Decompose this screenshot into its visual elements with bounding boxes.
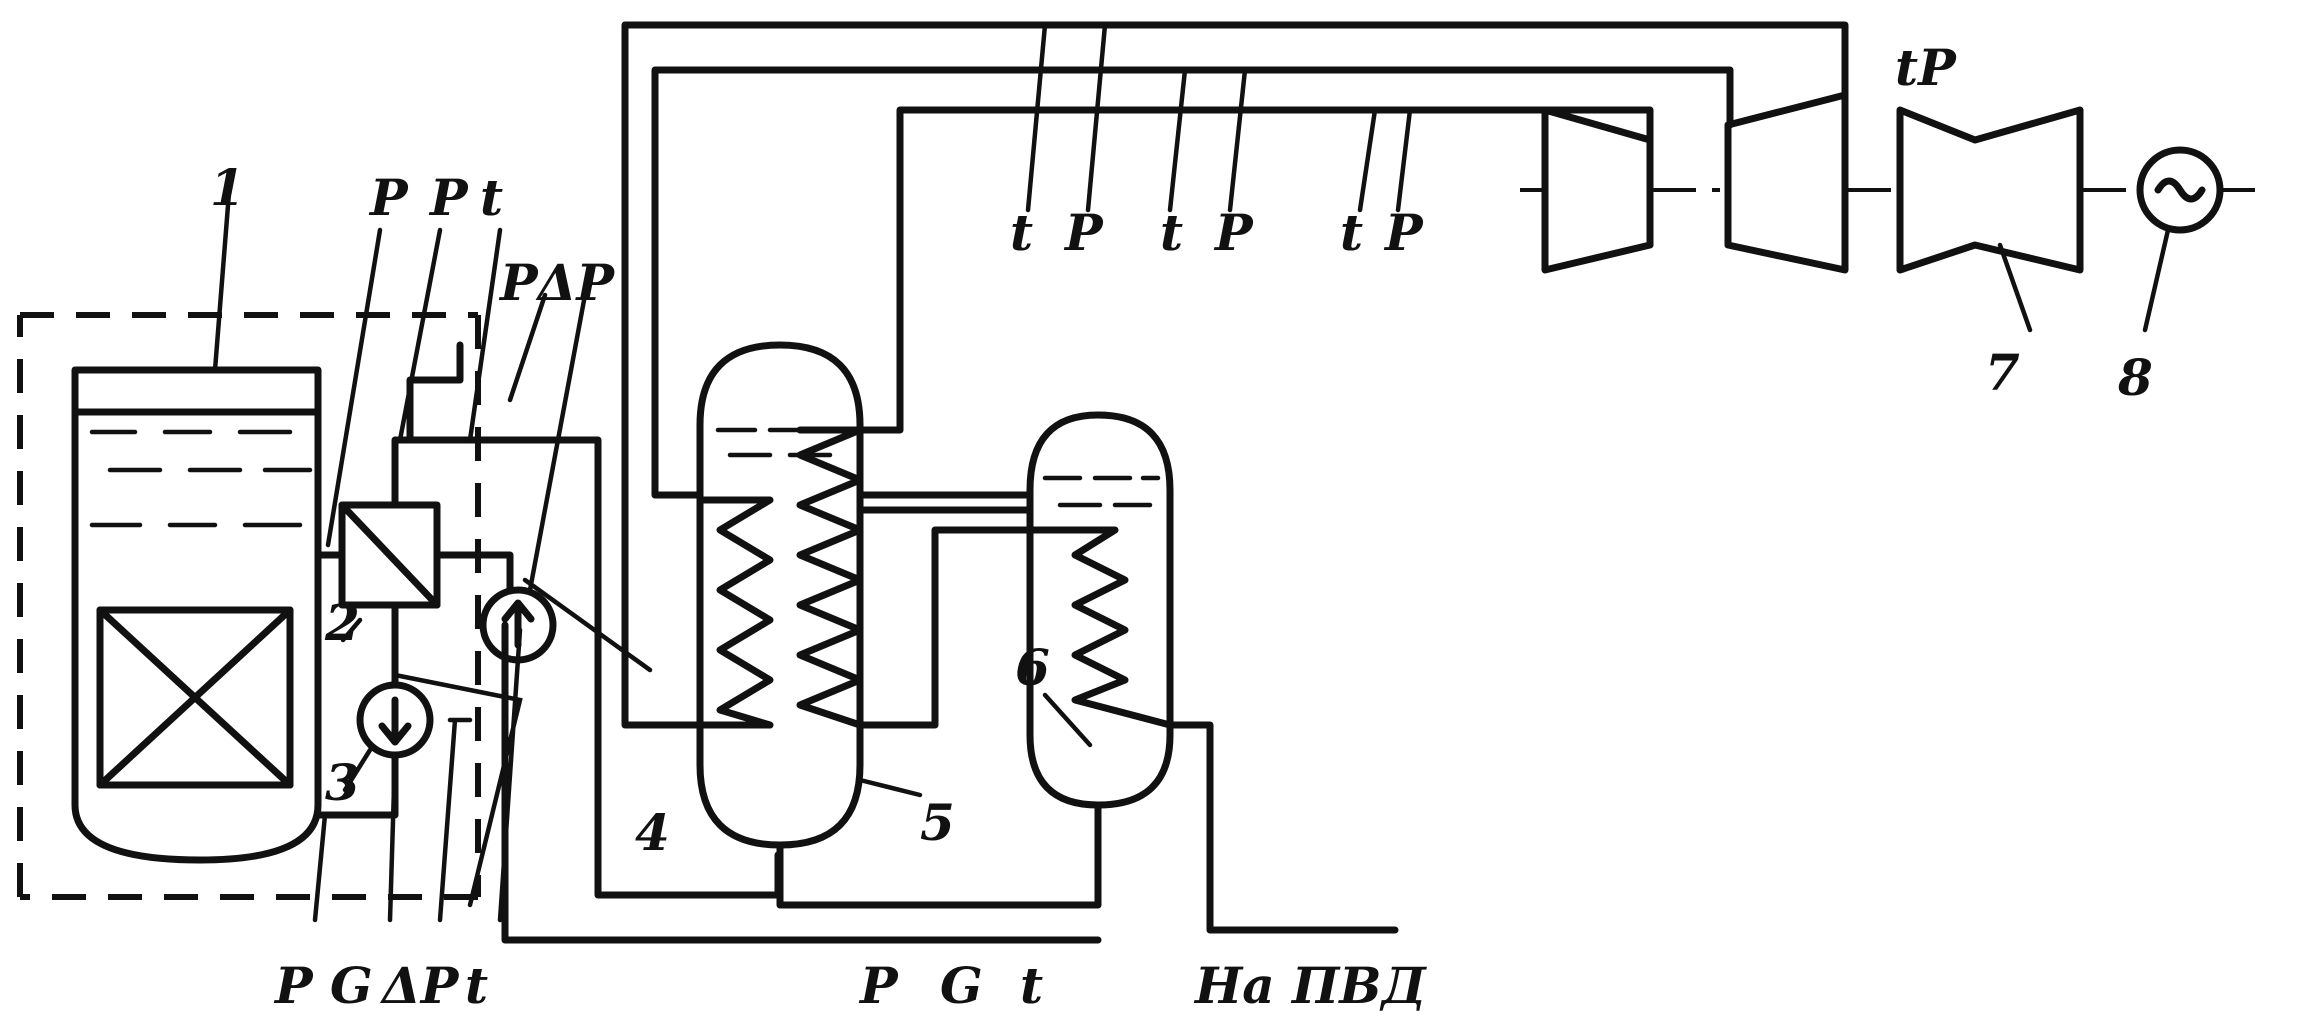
sg-coil-right	[796, 426, 864, 729]
steam-line-taps	[1025, 22, 1413, 213]
circulation-pump-3	[356, 681, 434, 759]
separator-6	[1026, 411, 1174, 809]
reactor-vessel	[71, 366, 322, 864]
steam-p-label-3: P	[1383, 203, 1424, 262]
leader-lines	[212, 177, 2171, 923]
label-6: 6	[1015, 638, 1050, 697]
pressurizer-box	[338, 501, 441, 609]
pressurizer-p-label-1: P	[368, 168, 409, 227]
steam-p-label-1: P	[1063, 203, 1104, 262]
feed-p-label: P	[858, 956, 899, 1015]
feed-t-label: t	[1020, 956, 1043, 1015]
lp-turbine-7	[1896, 106, 2084, 274]
steam-t-label-1: t	[1010, 203, 1033, 262]
reactor-core	[96, 606, 294, 789]
pump3-dp-label: ΔP	[379, 956, 460, 1015]
hp-turbine	[1541, 106, 1654, 274]
label-8: 8	[2117, 348, 2153, 407]
containment-boundary	[17, 312, 481, 900]
secondary-loop-piping	[501, 21, 1849, 944]
label-4: 4	[635, 803, 670, 862]
steam-t-label-2: t	[1160, 203, 1183, 262]
steam-p-label-2: P	[1213, 203, 1254, 262]
pump3-t-label: t	[465, 956, 488, 1015]
sg-coil-left	[696, 496, 774, 729]
generator-8	[2136, 146, 2224, 234]
pressurizer-t-label: t	[480, 168, 503, 227]
steam-t-label-3: t	[1340, 203, 1363, 262]
turbine-tp-label: tP	[1895, 38, 1957, 97]
pressurizer-p-label-2: P	[428, 168, 469, 227]
label-7: 7	[1985, 343, 2020, 402]
pump3-g-label: G	[330, 956, 373, 1015]
label-2: 2	[324, 593, 360, 652]
pump4-pdp-label: PΔP	[498, 253, 615, 312]
label-3: 3	[325, 753, 360, 812]
lp-turbine-1	[1724, 91, 1849, 274]
to-hpp-label: На ПВД	[1193, 956, 1428, 1015]
feed-g-label: G	[940, 956, 983, 1015]
pump3-p-label: P	[273, 956, 314, 1015]
steam-generator-5	[696, 341, 864, 849]
separator-coil	[1026, 526, 1174, 729]
label-1: 1	[210, 158, 245, 217]
label-5: 5	[920, 793, 955, 852]
